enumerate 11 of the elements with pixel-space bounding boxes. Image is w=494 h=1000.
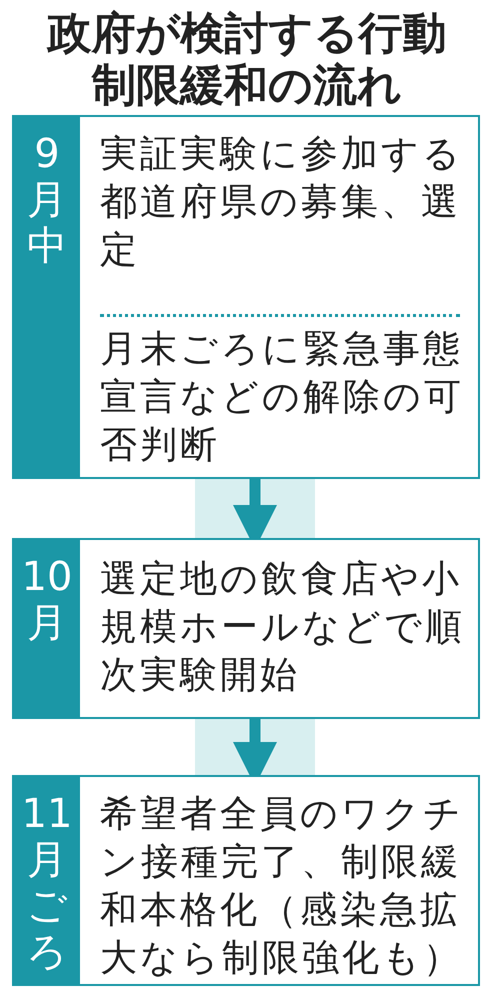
stage-box bbox=[12, 538, 480, 719]
title: 政府が検討する行動制限緩和の流れ bbox=[46, 8, 448, 112]
period-label: 10月 bbox=[20, 554, 74, 646]
period-label: 9月中 bbox=[26, 131, 68, 269]
period-label: 11月ごろ bbox=[20, 791, 74, 975]
step-text: 選定地の飲食店や小規模ホールなどで順次実験開始 bbox=[100, 556, 466, 698]
step-text: 希望者全員のワクチン接種完了、制限緩和本格化（感染急拡大なら制限強化も） bbox=[100, 791, 465, 981]
stage-box bbox=[12, 115, 480, 479]
step-text: 実証実験に参加する都道府県の募集、選定 bbox=[100, 131, 464, 273]
step-text: 月末ごろに緊急事態宣言などの解除の可否判断 bbox=[100, 326, 465, 468]
stage-box bbox=[12, 775, 480, 986]
